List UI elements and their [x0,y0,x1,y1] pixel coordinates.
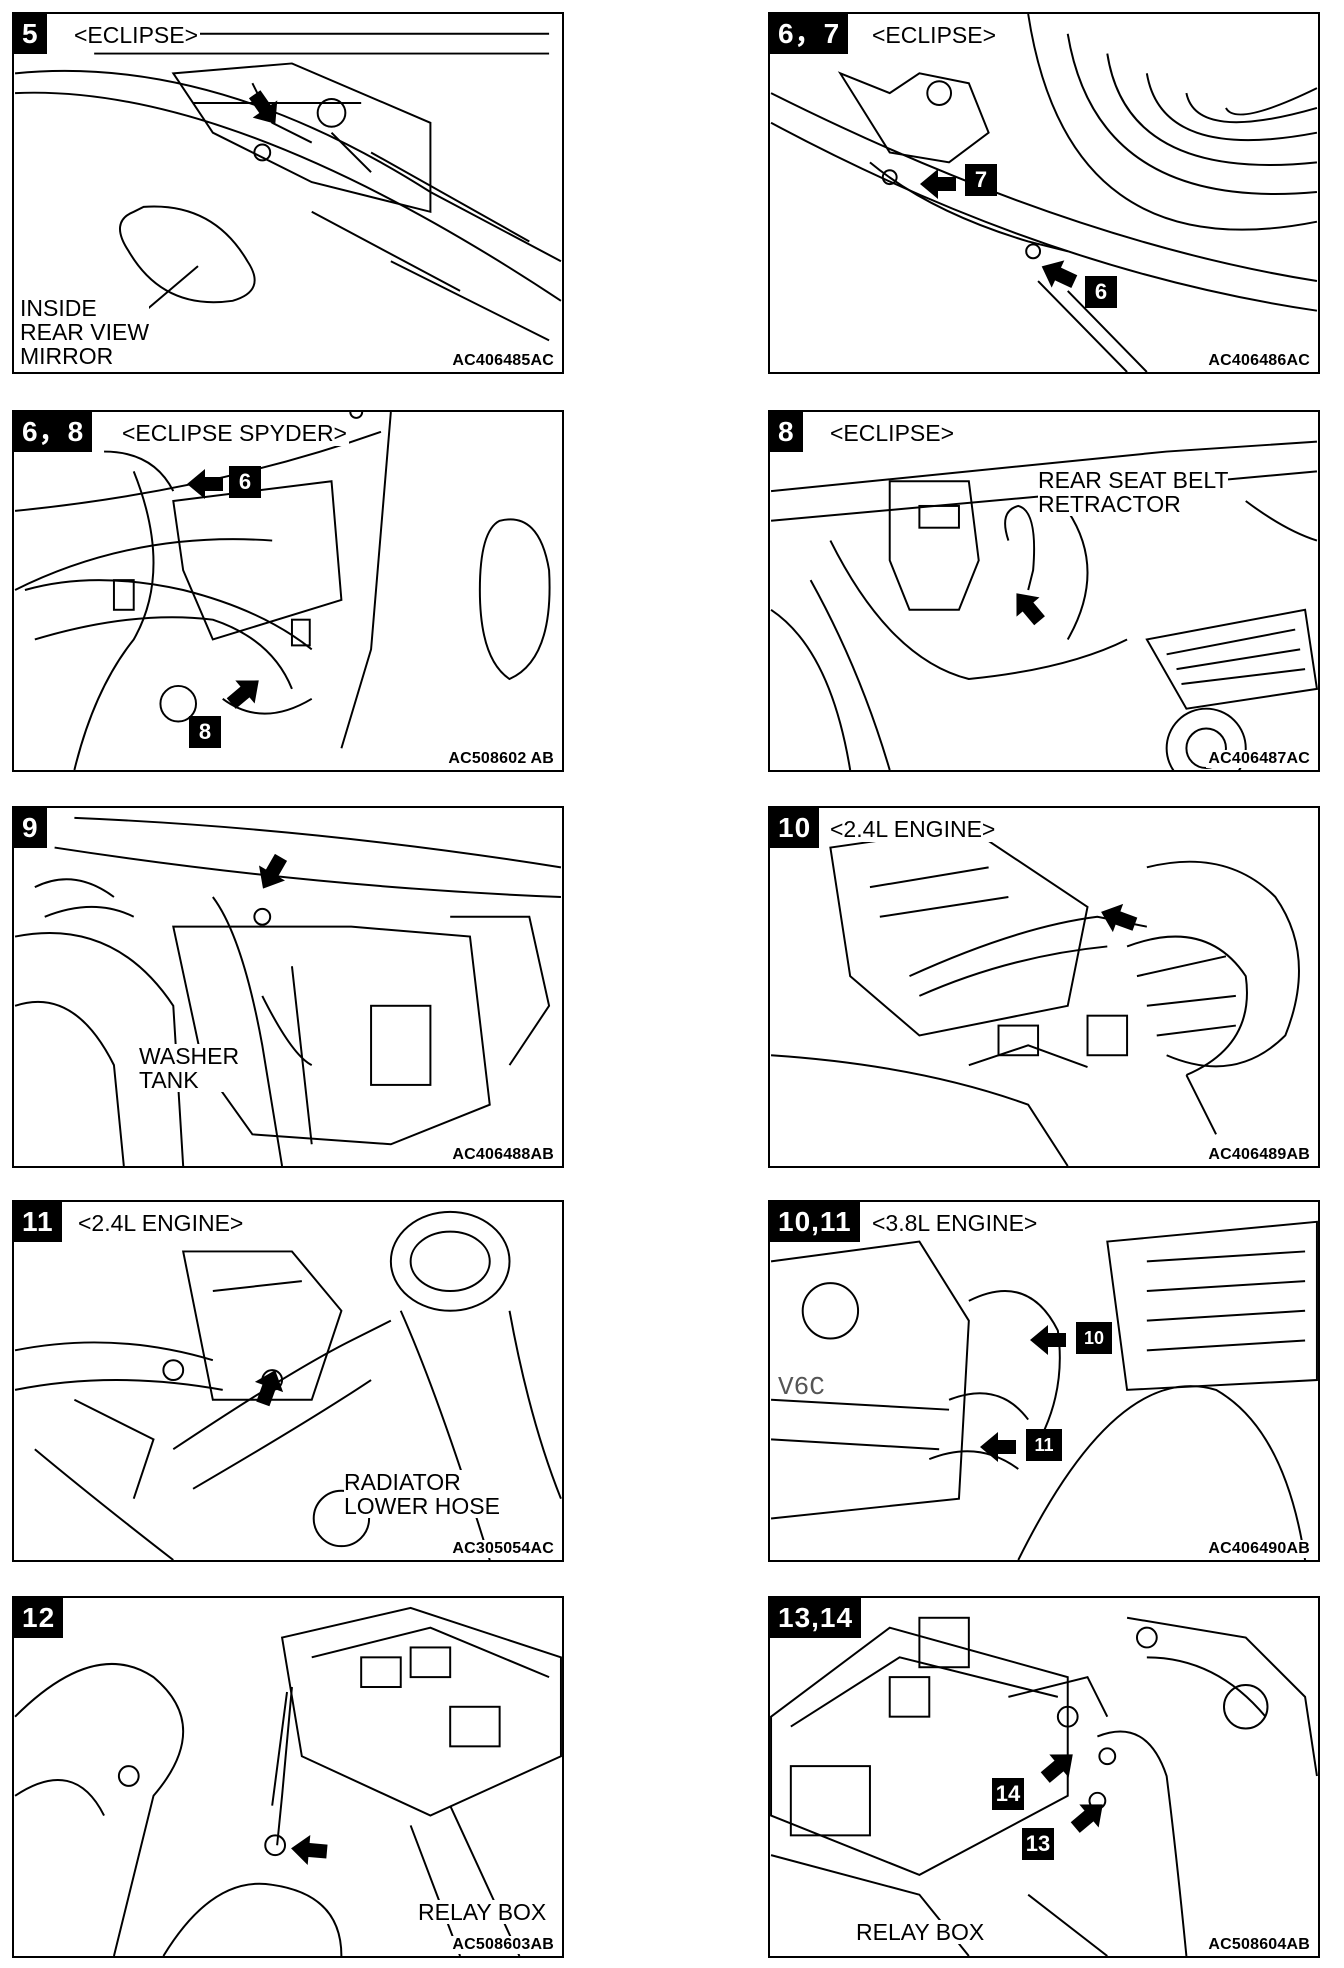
panel-11: 11 <2.4L ENGINE> RADIATOR LOWER HOSE AC3… [12,1200,564,1562]
figure-code: AC406485AC [450,352,556,370]
illustration-trunk-ground [770,14,1318,372]
figure-code: AC508603AB [450,1936,556,1954]
step-number: 5 [14,14,47,54]
arrow-icon [1005,583,1052,631]
callout-6: 6 [1085,276,1117,308]
arrow-icon [920,169,956,199]
step-number: 9 [14,808,47,848]
figure-code: AC406487AC [1206,750,1312,768]
arrow-icon [1036,1746,1083,1786]
figure-code: AC406489AB [1206,1146,1312,1164]
rear-seat-belt-retractor-label: REAR SEAT BELT RETRACTOR [1038,467,1229,517]
figure-code: AC406486AC [1206,352,1312,370]
panel-6-8: 6，8 <ECLIPSE SPYDER> 6 8 AC508602 AB [12,410,564,772]
arrow-icon [187,469,223,499]
panel-9: 9 WASHER TANK AC406488AB [12,806,564,1168]
panel-6-7: 6，7 <ECLIPSE> 7 6 AC406486AC [768,12,1320,374]
arrow-icon [1095,898,1141,938]
arrow-icon [242,85,288,133]
step-number: 8 [770,412,803,452]
callout-11: 11 [1026,1429,1062,1461]
illustration-spyder-trunk [14,412,551,770]
arrow-icon [980,1432,1016,1462]
panel-10-11: V6C 10,11 <3.8L ENGINE> 10 11 AC406490AB [768,1200,1320,1562]
panel-8: 8 <ECLIPSE> REAR SEAT BELT RETRACTOR AC4… [768,410,1320,772]
illustration-radiator-lower-hose [14,1210,562,1560]
panel-5: 5 <ECLIPSE> INSIDE REAR VIEW MIRROR AC40… [12,12,564,374]
model-title: <ECLIPSE> [828,420,957,446]
figure-code: AC508604AB [1206,1936,1312,1954]
step-number: 11 [14,1202,62,1242]
callout-8: 8 [189,716,221,748]
arrow-icon [250,849,294,897]
illustration-3-8l-engine-ground [770,1220,1318,1560]
callout-6: 6 [229,466,261,498]
figure-code: AC508602 AB [446,750,556,768]
model-title: <ECLIPSE> [72,22,201,48]
arrow-icon [1030,1325,1066,1355]
panel-10: 10 <2.4L ENGINE> AC406489AB [768,806,1320,1168]
illustration-2-4l-engine-ground [770,826,1300,1166]
step-number: 10,11 [770,1202,860,1242]
figure-code: AC406490AB [1206,1540,1312,1558]
callout-13: 13 [1022,1828,1054,1860]
engine-title: <3.8L ENGINE> [870,1210,1040,1236]
arrow-icon [1066,1796,1113,1836]
callout-7: 7 [965,164,997,196]
callout-14: 14 [992,1778,1024,1810]
step-number: 13,14 [770,1598,862,1638]
model-title: <ECLIPSE> [870,22,999,48]
step-number: 6，8 [14,412,93,452]
arrow-icon [1035,254,1081,294]
engine-marking: V6C [778,1372,825,1402]
relay-box-label: RELAY BOX [418,1899,547,1925]
arrow-icon [222,668,269,716]
panel-12: 12 RELAY BOX AC508603AB [12,1596,564,1958]
model-title: <ECLIPSE SPYDER> [120,420,349,446]
step-number: 12 [14,1598,64,1638]
illustration-relay-box-12 [14,1606,562,1956]
panel-13-14: 13,14 14 13 RELAY BOX AC508604AB [768,1596,1320,1958]
inside-rear-view-mirror-label: INSIDE REAR VIEW MIRROR [20,295,150,369]
relay-box-label: RELAY BOX [856,1919,985,1945]
arrow-icon [248,1364,290,1410]
figure-code: AC406488AB [450,1146,556,1164]
step-number: 10 [770,808,820,848]
radiator-lower-hose-label: RADIATOR LOWER HOSE [344,1469,500,1519]
washer-tank-label: WASHER TANK [139,1043,240,1093]
callout-10: 10 [1076,1322,1112,1354]
illustration-relay-box-13-14 [770,1616,1318,1956]
arrow-icon [289,1833,329,1867]
engine-title: <2.4L ENGINE> [828,816,998,842]
engine-title: <2.4L ENGINE> [76,1210,246,1236]
figure-code: AC305054AC [450,1540,556,1558]
step-number: 6，7 [770,14,849,54]
